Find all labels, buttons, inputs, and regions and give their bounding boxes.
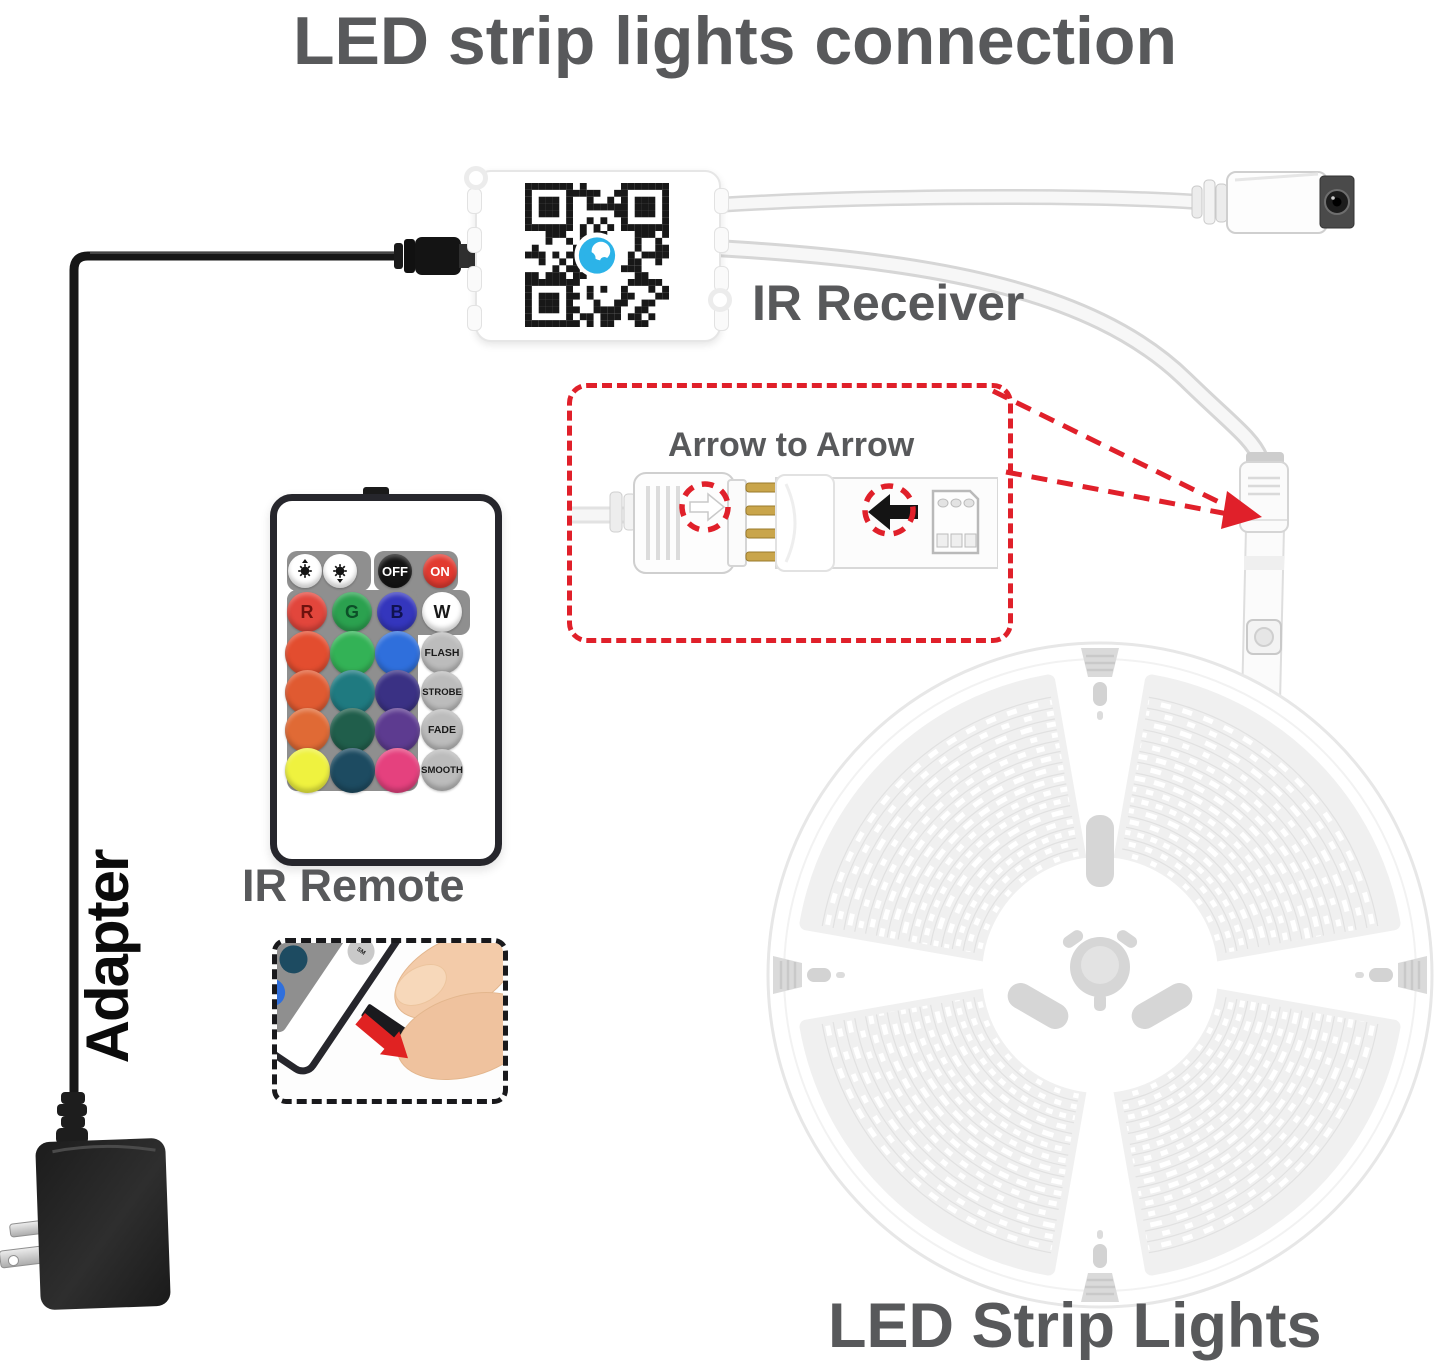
arrow-circle-right <box>862 483 916 537</box>
led-strip <box>1240 527 1286 703</box>
adapter-body <box>35 1138 171 1310</box>
remote-color-button <box>329 747 375 793</box>
controller-fin <box>467 227 482 253</box>
remote-color-button <box>284 630 330 676</box>
controller-fin <box>467 305 482 331</box>
dc-jack-connector <box>1191 171 1355 234</box>
connector-detail-art <box>572 472 998 574</box>
remote-color-button <box>284 669 330 715</box>
remote-button-smooth: SMOOTH <box>421 749 463 791</box>
mounting-ear-icon <box>708 288 732 312</box>
remote-color-button <box>374 630 420 676</box>
smooth-button-mini: SM <box>342 943 380 970</box>
remote-color-button <box>374 747 420 793</box>
remote-color-button <box>277 973 291 1012</box>
remote-button-flash: FLASH <box>421 632 463 674</box>
strip-cable <box>715 239 1269 462</box>
black-arrow-icon <box>868 494 918 530</box>
reel-rim-notch <box>1081 648 1119 720</box>
controller-fin <box>714 227 729 253</box>
remote-color-button <box>374 707 420 753</box>
remote-color-button <box>374 669 420 715</box>
remote-button-r: R <box>287 592 327 632</box>
brightness-up-button <box>288 554 322 588</box>
ir-remote-label: IR Remote <box>242 860 465 911</box>
remote-color-button <box>329 707 375 753</box>
mounting-ear-icon <box>464 166 488 190</box>
adapter-label: Adapter <box>74 850 141 1064</box>
remote-color-button <box>277 943 313 979</box>
remote-button-fade: FADE <box>421 709 463 751</box>
adapter-cable <box>69 251 400 1096</box>
page-title: LED strip lights connection <box>292 3 1178 79</box>
remote-pad <box>277 943 355 1036</box>
remote-color-button <box>284 747 330 793</box>
controller-fin <box>467 188 482 214</box>
remote-button-strobe: STROBE <box>421 671 463 713</box>
arrow-to-arrow-label: Arrow to Arrow <box>668 426 915 464</box>
power-adapter <box>0 1092 171 1310</box>
connector-pins <box>745 482 781 562</box>
ir-receiver-label: IR Receiver <box>752 275 1025 331</box>
dc-jack-cable <box>715 188 1199 213</box>
wifi-controller <box>464 166 732 342</box>
strip-segment <box>775 474 998 572</box>
remote-color-button <box>329 630 375 676</box>
strip-reel <box>766 641 1434 1309</box>
battery-tab-callout: SM <box>272 938 508 1104</box>
callout-arrowhead-icon <box>1221 491 1262 529</box>
cable-strain-relief <box>56 1092 88 1144</box>
remote-color-button <box>329 669 375 715</box>
remote-button-w: W <box>422 592 462 632</box>
qr-code <box>525 183 669 327</box>
remote-color-button <box>284 707 330 753</box>
white-arrow-icon <box>689 492 726 522</box>
brightness-down-button <box>323 554 357 588</box>
connector-detail-callout: Arrow to Arrow <box>567 383 1013 643</box>
remote-color-button <box>296 943 336 946</box>
remote-button-g: G <box>332 592 372 632</box>
led-strip-lights-label: LED Strip Lights <box>828 1291 1322 1361</box>
callout-leader-lines <box>991 388 1262 529</box>
controller-fin <box>714 188 729 214</box>
controller-fin <box>467 266 482 292</box>
arrow-circle-left <box>679 481 731 533</box>
remote-ir-emitter-icon <box>363 487 389 497</box>
led-chip-icon <box>931 489 980 555</box>
remote-button-b: B <box>377 592 417 632</box>
off-button: OFF <box>378 554 412 588</box>
on-button: ON <box>423 554 457 588</box>
